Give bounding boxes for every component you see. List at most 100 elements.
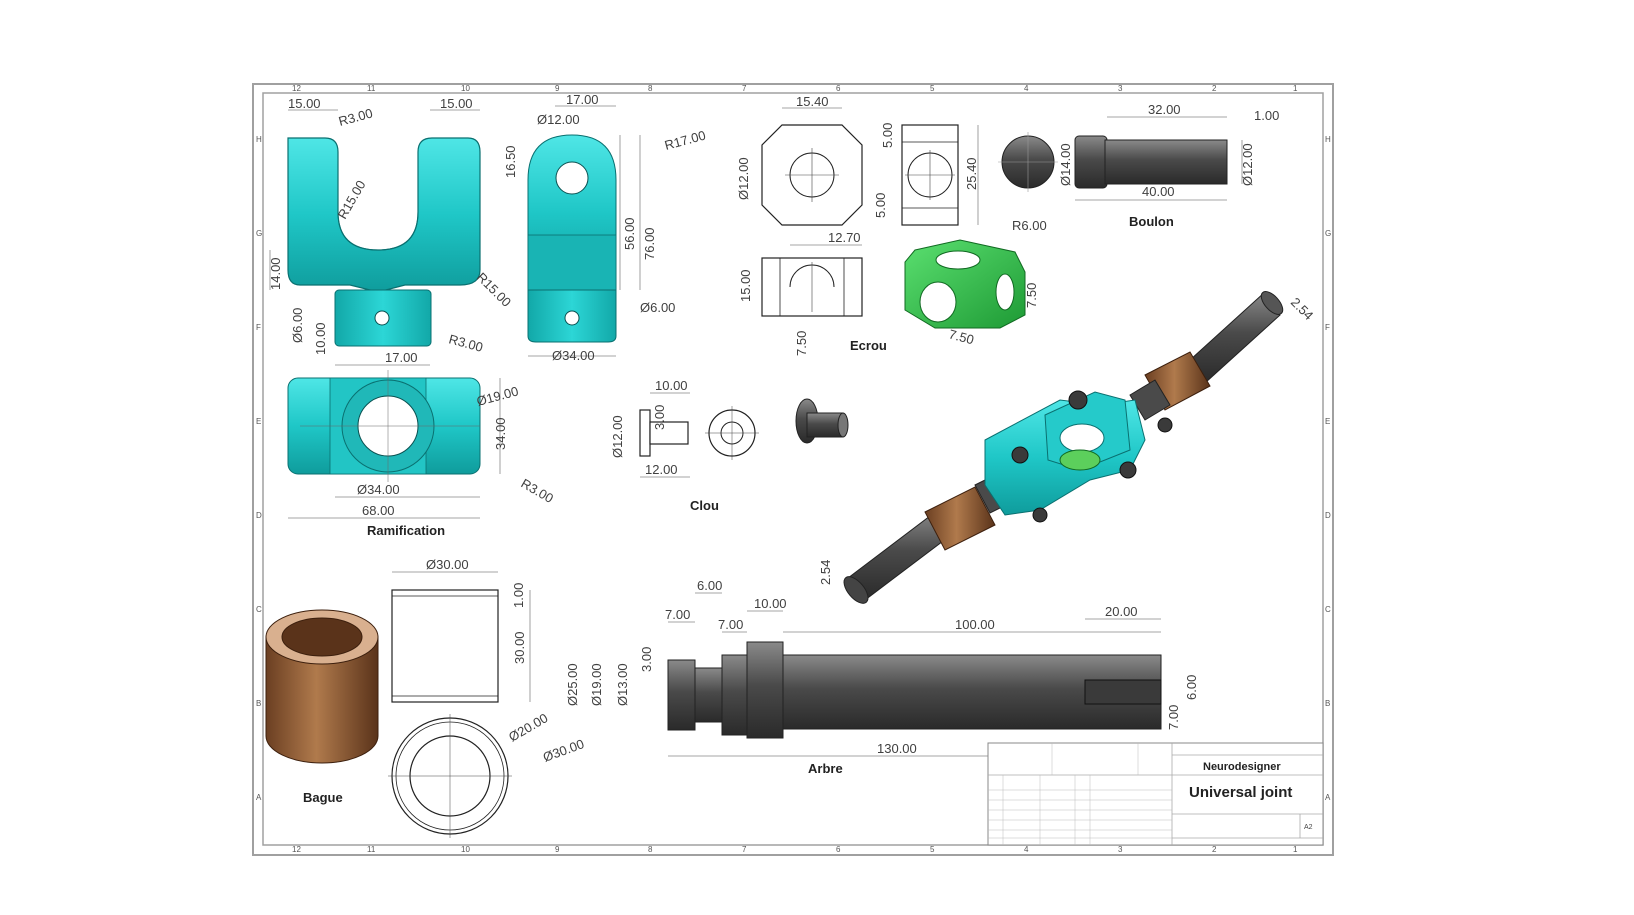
clou-dimensions: 10.00 Ø12.00 3.00 12.00 Clou xyxy=(610,378,719,513)
svg-text:12: 12 xyxy=(292,845,301,854)
svg-text:A: A xyxy=(1325,793,1331,802)
svg-text:7.50: 7.50 xyxy=(947,326,975,347)
svg-text:15.00: 15.00 xyxy=(440,96,473,111)
svg-text:15.40: 15.40 xyxy=(796,94,829,109)
boulon-label: Boulon xyxy=(1129,214,1174,229)
svg-text:7: 7 xyxy=(742,845,747,854)
clou-iso-view xyxy=(795,398,849,444)
svg-text:Ø12.00: Ø12.00 xyxy=(537,112,580,127)
svg-text:1: 1 xyxy=(1293,845,1298,854)
sheet-border xyxy=(252,83,1334,856)
boulon-side-view xyxy=(1074,135,1228,189)
svg-text:7.00: 7.00 xyxy=(718,617,743,632)
bague-side-view xyxy=(391,589,499,703)
bague-iso-view xyxy=(265,609,379,764)
svg-text:R3.00: R3.00 xyxy=(447,331,484,354)
svg-text:R15.00: R15.00 xyxy=(335,178,369,222)
svg-text:C: C xyxy=(256,605,262,614)
svg-text:100.00: 100.00 xyxy=(955,617,995,632)
ramification-front-view xyxy=(287,137,481,347)
svg-text:C: C xyxy=(1325,605,1331,614)
svg-text:D: D xyxy=(1325,511,1331,520)
svg-text:7.00: 7.00 xyxy=(1166,705,1181,730)
svg-text:56.00: 56.00 xyxy=(622,217,637,250)
svg-text:4: 4 xyxy=(1024,84,1029,93)
svg-text:12: 12 xyxy=(292,84,301,93)
svg-text:5: 5 xyxy=(930,84,935,93)
svg-text:6: 6 xyxy=(836,845,841,854)
svg-text:A: A xyxy=(256,793,262,802)
svg-text:3: 3 xyxy=(1118,845,1123,854)
svg-text:3: 3 xyxy=(1118,84,1123,93)
clou-side-view xyxy=(639,409,689,457)
svg-text:14.00: 14.00 xyxy=(268,257,283,290)
bague-label: Bague xyxy=(303,790,343,805)
svg-text:5.00: 5.00 xyxy=(880,123,895,148)
ecrou-front-view xyxy=(761,124,863,226)
svg-text:F: F xyxy=(256,323,261,332)
svg-text:2: 2 xyxy=(1212,845,1217,854)
svg-text:4: 4 xyxy=(1024,845,1029,854)
svg-text:12.00: 12.00 xyxy=(645,462,678,477)
svg-text:20.00: 20.00 xyxy=(1105,604,1138,619)
ramification-top-view xyxy=(287,370,481,482)
boulon-dimensions: 32.00 1.00 Ø14.00 Ø12.00 40.00 Boulon xyxy=(1058,102,1279,229)
svg-text:R15.00: R15.00 xyxy=(474,270,514,310)
svg-text:6: 6 xyxy=(836,84,841,93)
svg-text:130.00: 130.00 xyxy=(877,741,917,756)
svg-text:Ø13.00: Ø13.00 xyxy=(615,663,630,706)
svg-text:5.00: 5.00 xyxy=(873,193,888,218)
svg-text:15.00: 15.00 xyxy=(288,96,321,111)
sheet-size: A2 xyxy=(1304,824,1313,831)
svg-text:34.00: 34.00 xyxy=(493,417,508,450)
svg-text:10.00: 10.00 xyxy=(655,378,688,393)
drawing-title: Universal joint xyxy=(1189,784,1292,801)
ecrou-dimensions: 15.40 Ø12.00 5.00 25.40 5.00 12.70 15.00… xyxy=(736,94,1047,356)
svg-text:R6.00: R6.00 xyxy=(1012,218,1047,233)
svg-text:G: G xyxy=(1325,229,1331,238)
svg-text:R17.00: R17.00 xyxy=(663,128,707,153)
svg-text:12.70: 12.70 xyxy=(828,230,861,245)
fork-side-view xyxy=(527,134,617,343)
bague-end-view xyxy=(388,714,512,838)
svg-text:H: H xyxy=(256,135,262,144)
svg-text:32.00: 32.00 xyxy=(1148,102,1181,117)
svg-text:10: 10 xyxy=(461,845,470,854)
svg-text:16.50: 16.50 xyxy=(503,145,518,178)
svg-text:Ø19.00: Ø19.00 xyxy=(589,663,604,706)
svg-text:2: 2 xyxy=(1212,84,1217,93)
ramification-top-dimensions: 17.00 Ø19.00 34.00 Ø34.00 68.00 R3.00 Ra… xyxy=(288,350,556,538)
svg-text:15.00: 15.00 xyxy=(738,269,753,302)
svg-text:6.00: 6.00 xyxy=(1184,675,1199,700)
svg-text:1.00: 1.00 xyxy=(1254,108,1279,123)
svg-text:76.00: 76.00 xyxy=(642,227,657,260)
svg-text:7.50: 7.50 xyxy=(794,331,809,356)
svg-text:R3.00: R3.00 xyxy=(337,105,374,128)
svg-text:17.00: 17.00 xyxy=(566,92,599,107)
svg-text:Ø19.00: Ø19.00 xyxy=(475,383,520,409)
svg-text:2.54: 2.54 xyxy=(1288,295,1317,324)
clou-end-view xyxy=(705,406,759,460)
svg-text:Ø14.00: Ø14.00 xyxy=(1058,143,1073,186)
svg-text:68.00: 68.00 xyxy=(362,503,395,518)
svg-text:D: D xyxy=(256,511,262,520)
svg-text:7: 7 xyxy=(742,84,747,93)
ecrou-top-view xyxy=(761,257,863,317)
svg-text:8: 8 xyxy=(648,84,653,93)
svg-text:25.40: 25.40 xyxy=(964,157,979,190)
clou-label: Clou xyxy=(690,498,719,513)
ecrou-label: Ecrou xyxy=(850,338,887,353)
svg-text:30.00: 30.00 xyxy=(512,631,527,664)
svg-text:7.00: 7.00 xyxy=(665,607,690,622)
svg-text:10.00: 10.00 xyxy=(313,322,328,355)
svg-text:40.00: 40.00 xyxy=(1142,184,1175,199)
svg-text:7.50: 7.50 xyxy=(1024,283,1039,308)
svg-text:1.00: 1.00 xyxy=(511,583,526,608)
svg-text:B: B xyxy=(1325,699,1330,708)
svg-text:Ø12.00: Ø12.00 xyxy=(610,415,625,458)
svg-text:Ø30.00: Ø30.00 xyxy=(541,736,586,765)
svg-text:17.00: 17.00 xyxy=(385,350,418,365)
svg-text:Ø34.00: Ø34.00 xyxy=(552,348,595,363)
zone-labels: 12 11 10 9 8 7 6 5 4 3 2 1 12 11 10 9 8 … xyxy=(256,84,1331,854)
